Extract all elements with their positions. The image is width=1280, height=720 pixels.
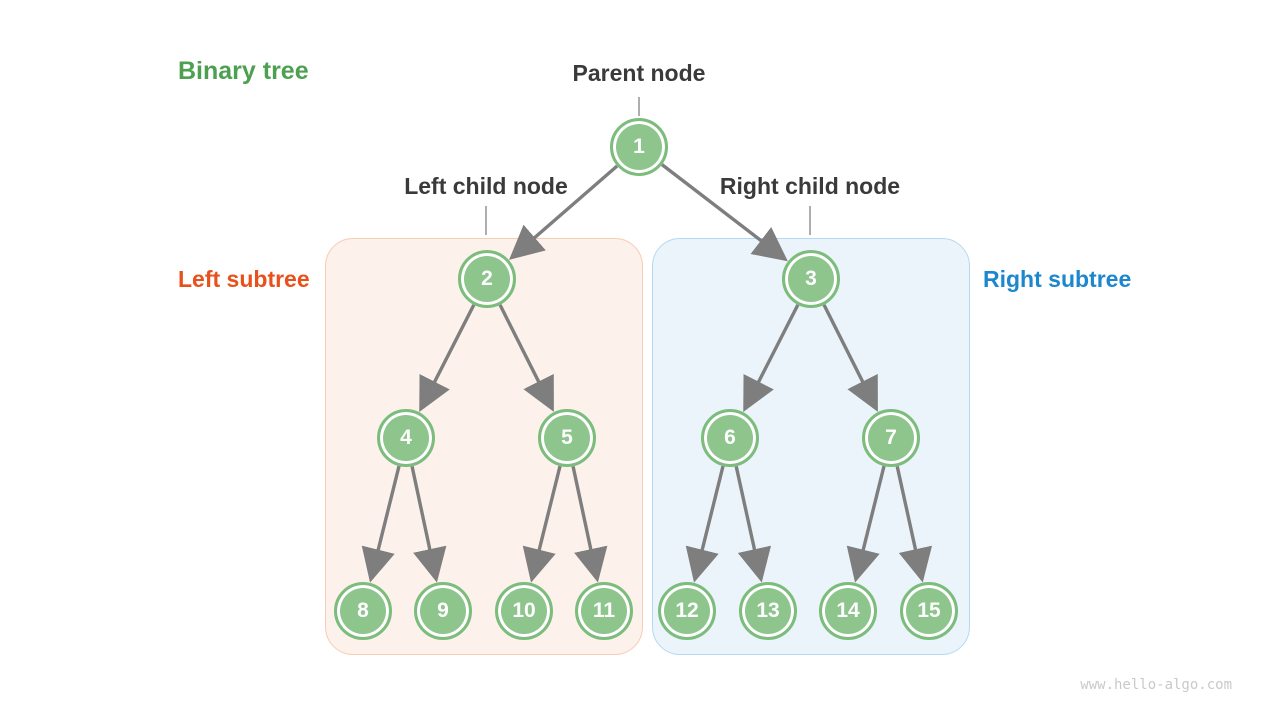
tree-node-1: 1 [610, 118, 668, 176]
arrow-6-to-12 [685, 465, 725, 583]
tree-node-3: 3 [782, 250, 840, 308]
tree-node-14: 14 [819, 582, 877, 640]
tree-node-7: 7 [862, 409, 920, 467]
arrow-2-to-5 [498, 304, 554, 412]
right-child-node-label: Right child node [719, 173, 901, 199]
arrow-7-to-15 [895, 465, 933, 583]
watermark: www.hello-algo.com [1080, 677, 1232, 693]
tree-node-6: 6 [701, 409, 759, 467]
tree-node-11: 11 [575, 582, 633, 640]
tree-node-9: 9 [414, 582, 472, 640]
arrow-1-to-2 [509, 164, 619, 260]
tree-node-8: 8 [334, 582, 392, 640]
arrow-4-to-8 [361, 465, 401, 583]
parent-node-label: Parent node [572, 60, 706, 86]
arrow-1-to-3 [660, 163, 788, 262]
tree-node-12: 12 [658, 582, 716, 640]
arrow-2-to-4 [419, 304, 476, 412]
diagram-title: Binary tree [178, 57, 309, 85]
tree-node-4: 4 [377, 409, 435, 467]
tree-node-10: 10 [495, 582, 553, 640]
label-leader-lines [485, 97, 811, 235]
tree-node-2: 2 [458, 250, 516, 308]
arrow-6-to-13 [734, 465, 772, 583]
right-subtree-label: Right subtree [983, 266, 1132, 292]
arrow-5-to-10 [522, 465, 562, 583]
arrow-4-to-9 [410, 466, 447, 583]
left-child-node-label: Left child node [404, 173, 568, 199]
arrow-3-to-7 [822, 304, 878, 412]
arrow-5-to-11 [571, 466, 608, 583]
tree-node-5: 5 [538, 409, 596, 467]
left-subtree-label: Left subtree [178, 266, 310, 292]
tree-node-15: 15 [900, 582, 958, 640]
parent-child-arrows [361, 163, 933, 583]
arrow-3-to-6 [743, 304, 800, 412]
arrow-7-to-14 [846, 465, 886, 583]
tree-node-13: 13 [739, 582, 797, 640]
